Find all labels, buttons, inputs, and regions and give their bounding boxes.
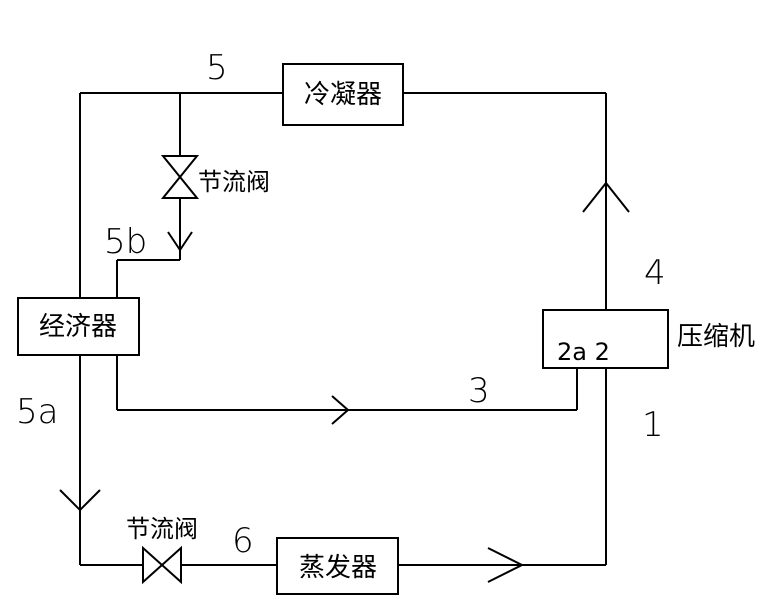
throttle-valve-bottom-icon xyxy=(142,545,182,585)
arrow-down-branch xyxy=(167,231,193,252)
state-point-2a2: 2a 2 xyxy=(557,338,610,366)
condenser-box xyxy=(282,63,404,126)
evaporator-box xyxy=(276,537,399,595)
flow-arrows xyxy=(59,181,630,583)
state-point-4: 4 xyxy=(644,253,666,293)
arrow-up-right xyxy=(582,181,630,213)
compressor-box xyxy=(542,309,669,369)
state-point-6: 6 xyxy=(232,521,254,561)
compressor-label: 压缩机 xyxy=(677,322,755,352)
throttle-bottom-label: 节流阀 xyxy=(126,515,198,543)
economizer-box xyxy=(17,297,140,356)
arrow-down-left xyxy=(59,489,101,512)
arrow-right-vapor xyxy=(331,395,350,425)
pipe-lines xyxy=(79,92,607,566)
arrow-right-bottom xyxy=(487,547,525,583)
evaporator-label: 蒸发器 xyxy=(299,553,377,583)
state-point-5b: 5b xyxy=(104,222,147,262)
throttle-top-label: 节流阀 xyxy=(198,168,270,196)
state-point-5: 5 xyxy=(206,48,228,88)
state-point-1: 1 xyxy=(642,405,664,445)
condenser-label: 冷凝器 xyxy=(304,80,382,110)
state-point-3: 3 xyxy=(468,371,490,411)
state-point-5a: 5a xyxy=(16,392,58,432)
throttle-valve-top-icon xyxy=(160,155,200,199)
economizer-label: 经济器 xyxy=(39,312,117,342)
